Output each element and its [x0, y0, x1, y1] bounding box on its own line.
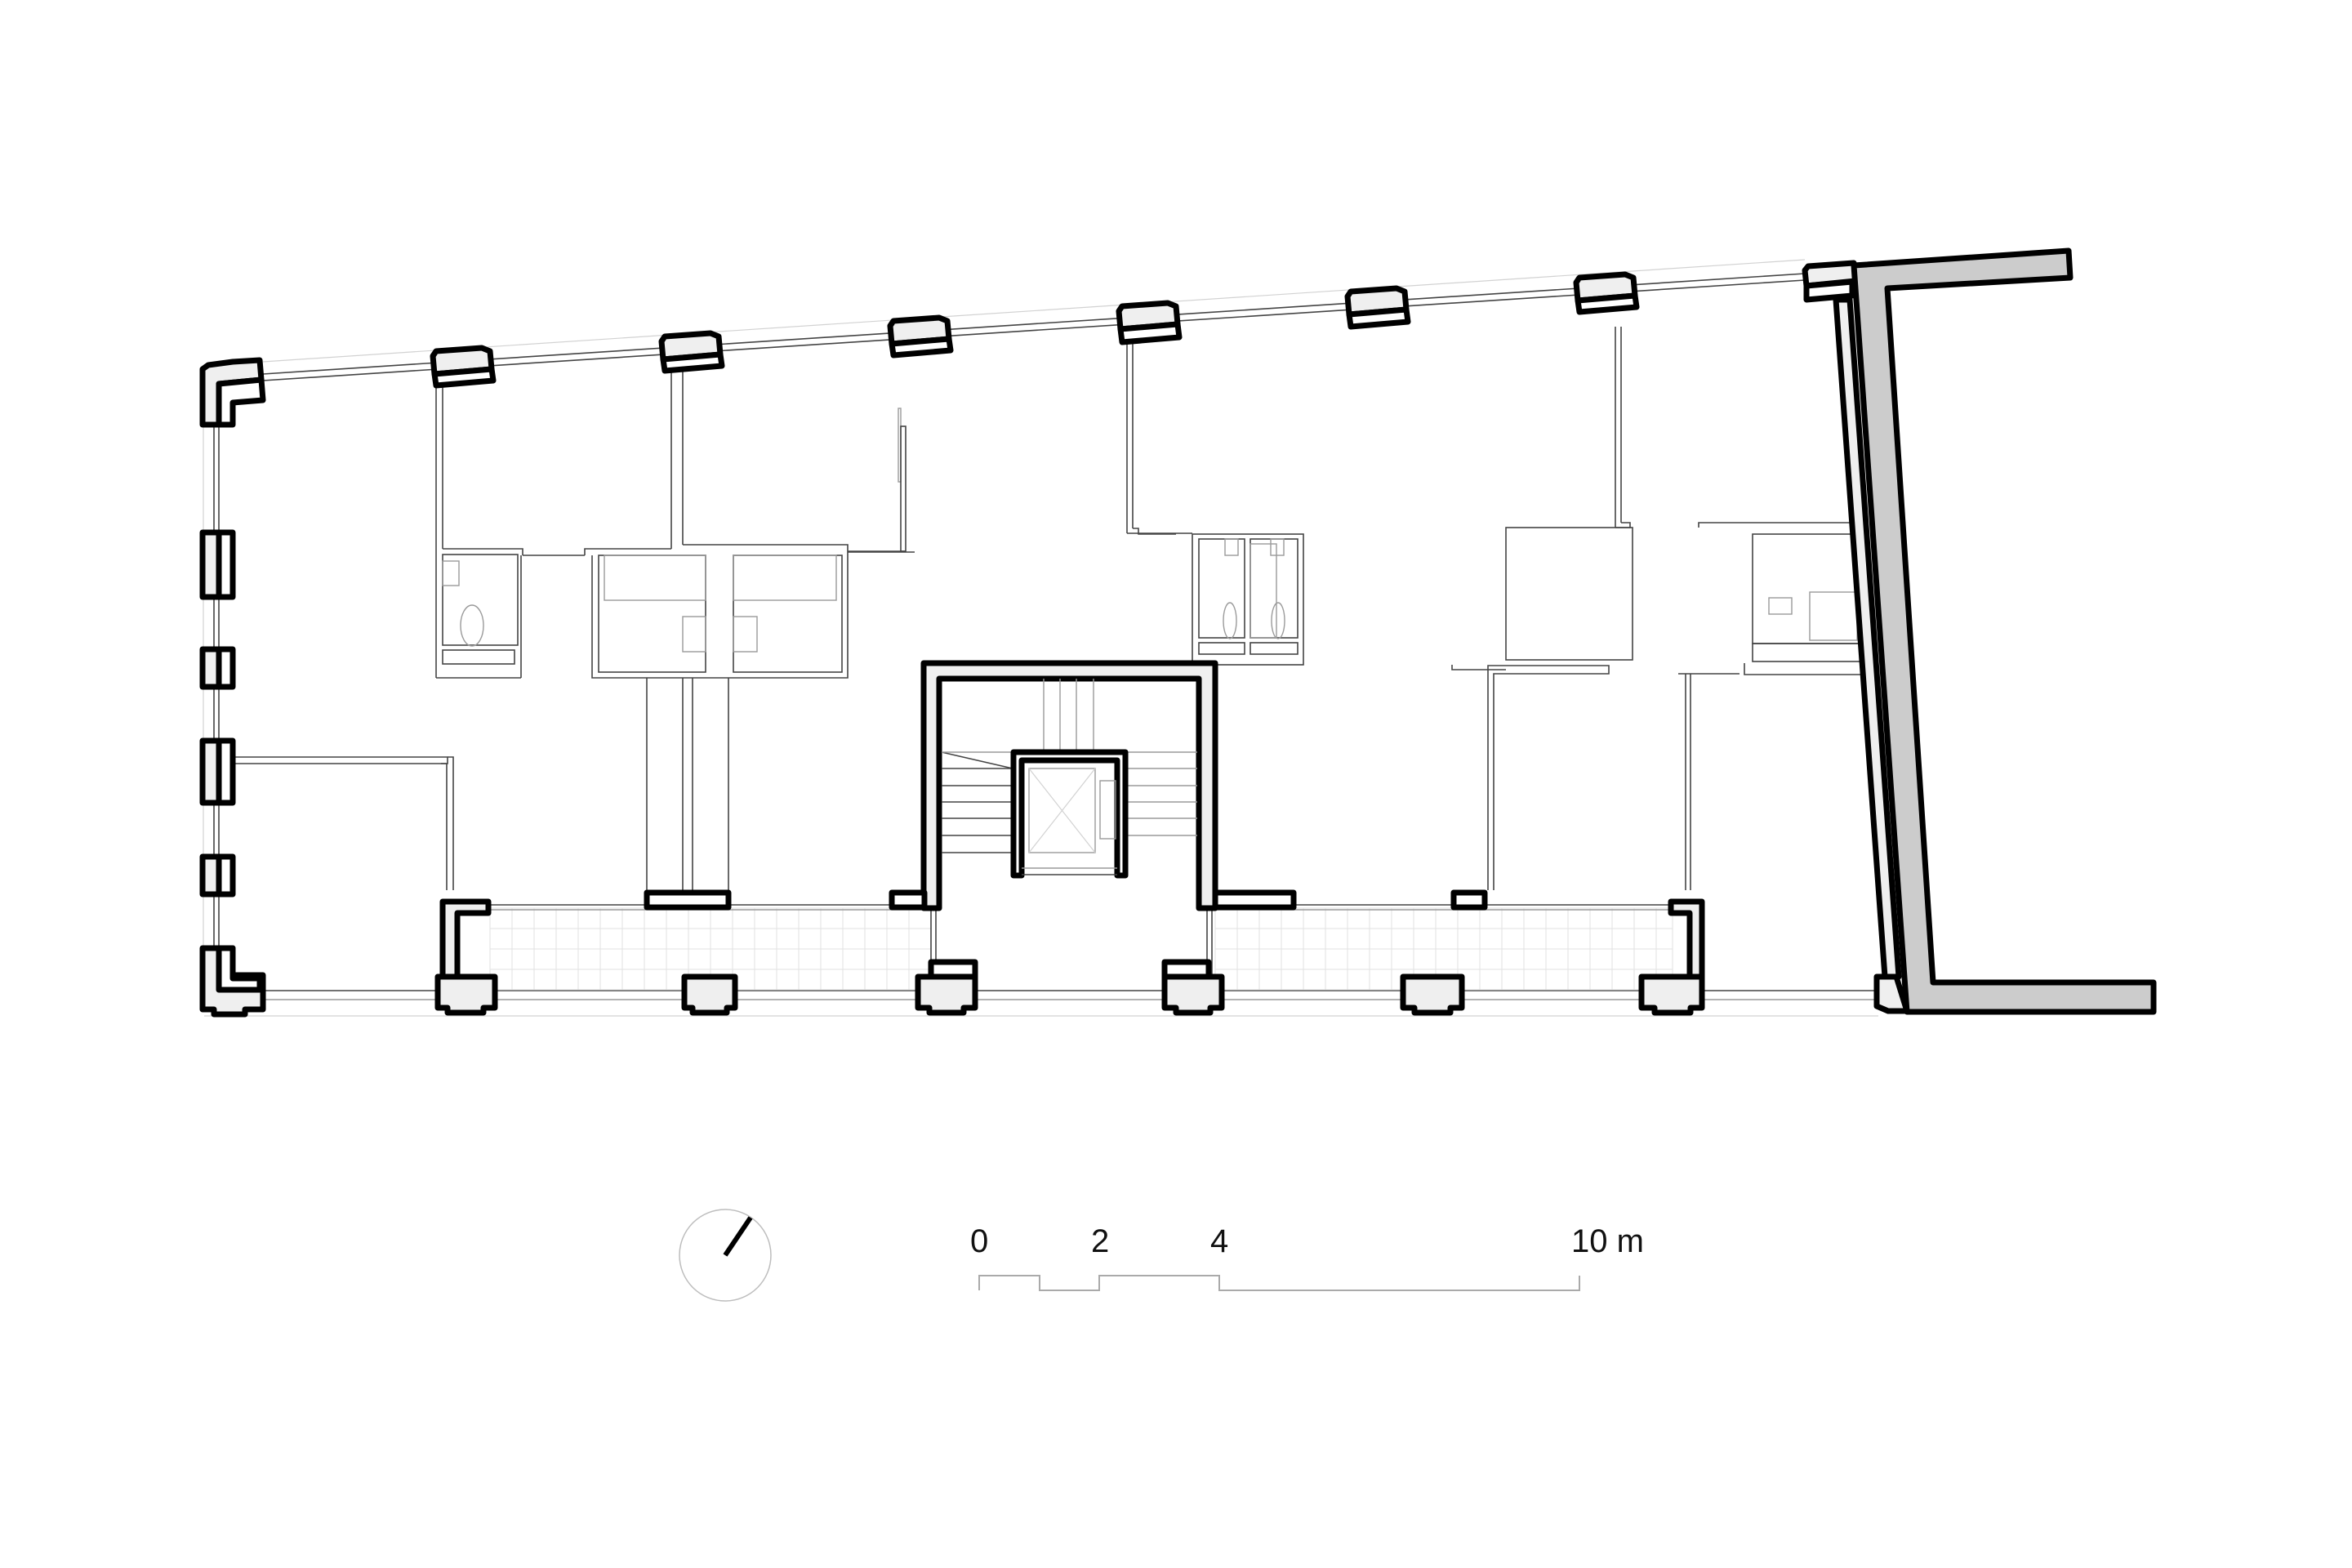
scale-label-4: 4 — [1210, 1223, 1229, 1259]
loggia-west-grid — [489, 907, 932, 991]
scale-bar — [978, 1275, 1580, 1291]
south-facade-glazing — [204, 990, 1878, 1017]
column-n6 — [1573, 271, 1640, 315]
core-wall — [920, 660, 1218, 911]
column-w1 — [199, 529, 236, 600]
column-w3 — [199, 737, 236, 806]
loggia-piers — [439, 898, 1705, 980]
loggia-glazing — [488, 904, 1671, 988]
north-columns — [430, 260, 1859, 389]
column-n3 — [887, 314, 954, 359]
column-n5 — [1344, 285, 1411, 330]
scale-label-2: 2 — [1091, 1223, 1110, 1259]
scale-label-10m: 10 m — [1571, 1223, 1644, 1259]
west-columns — [199, 357, 266, 1018]
column-n4 — [1116, 300, 1183, 345]
loggia-beams — [644, 889, 1488, 911]
column-w2 — [199, 646, 236, 690]
partitions-west — [219, 369, 915, 890]
stair-core — [920, 660, 1218, 911]
column-n1 — [430, 345, 497, 389]
column-w4 — [199, 853, 236, 898]
elevator-shaft — [1010, 749, 1129, 879]
partitions-east — [1126, 327, 1864, 890]
column-n7 — [1802, 260, 1859, 303]
south-columns — [434, 959, 1910, 1016]
north-arrow-icon — [679, 1209, 772, 1302]
north-facade-glazing — [262, 259, 1806, 381]
column-n2 — [658, 330, 725, 374]
scale-label-0: 0 — [970, 1223, 989, 1259]
east-shear-wall — [1833, 247, 2157, 1015]
